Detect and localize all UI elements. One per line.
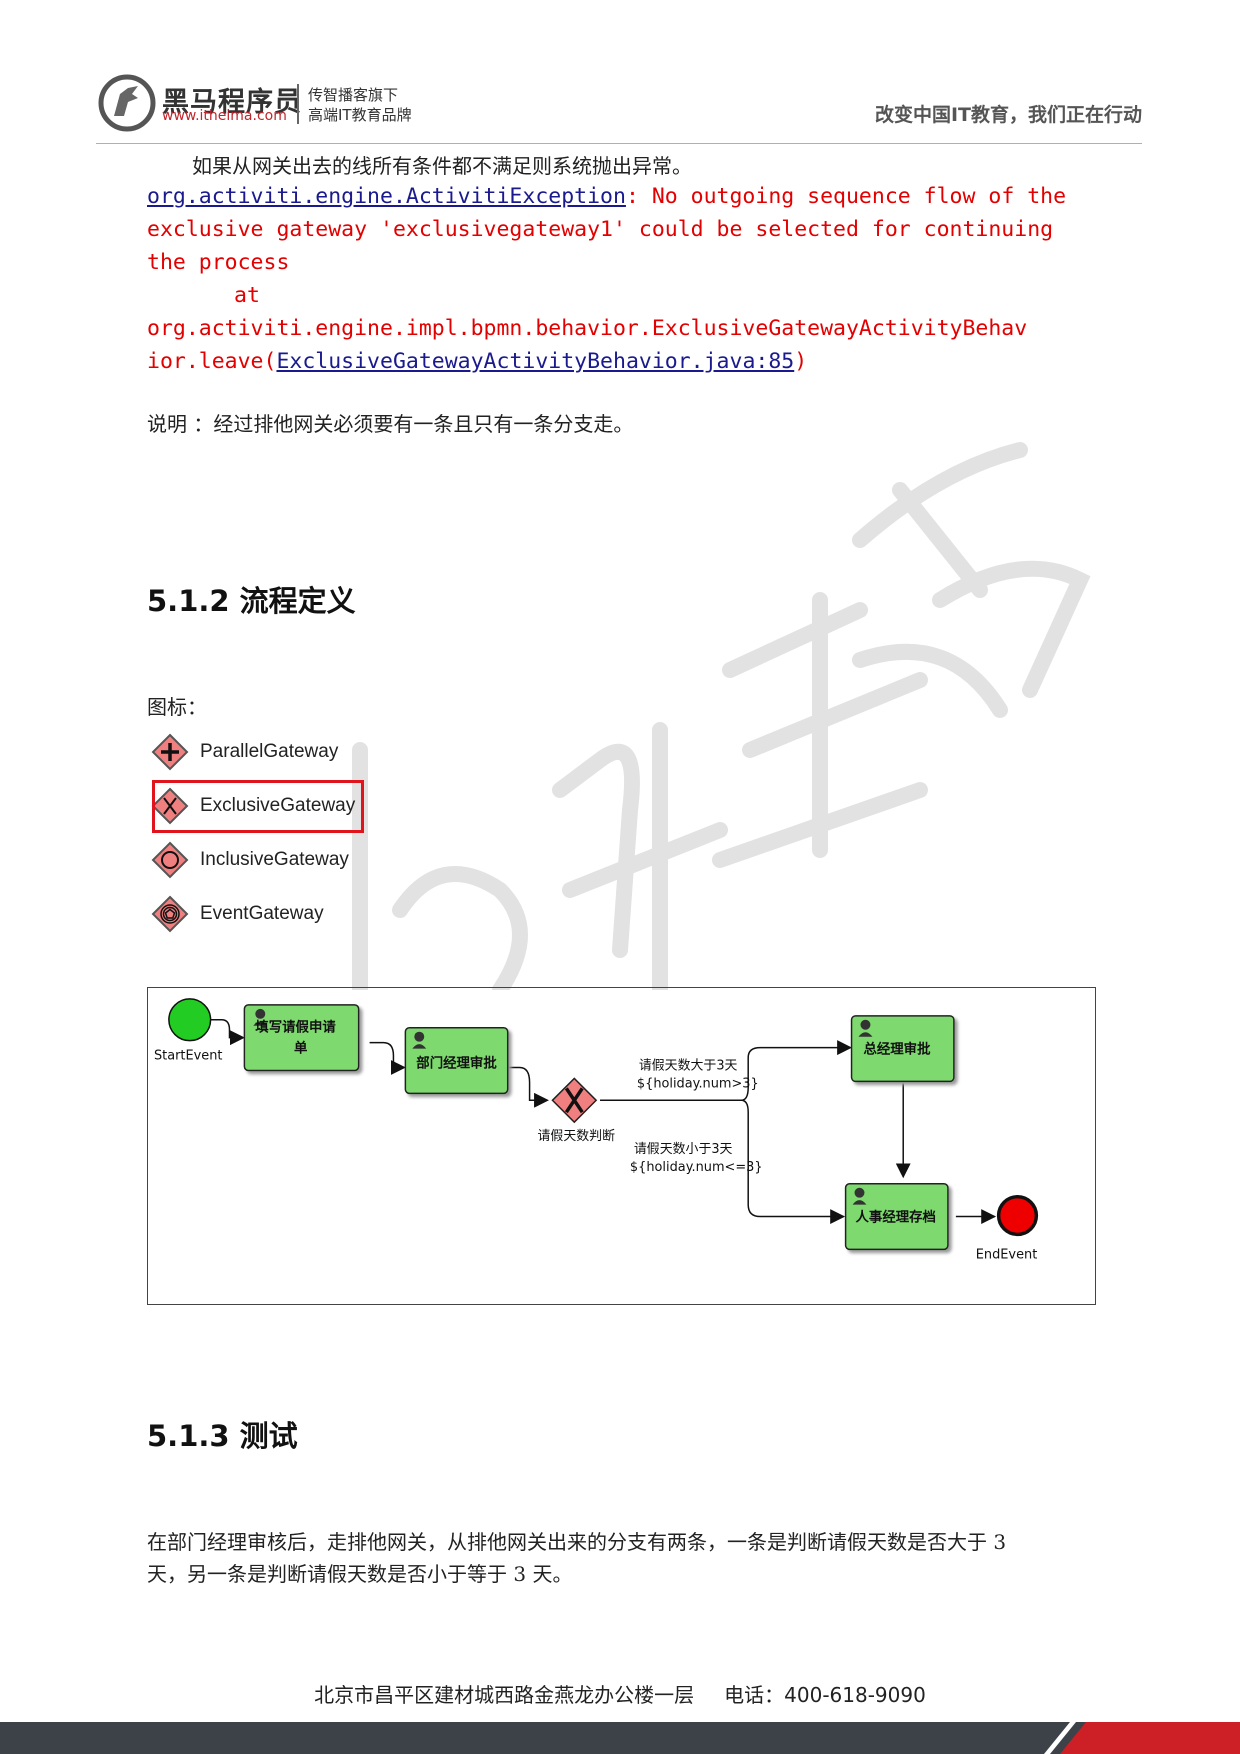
legend-label: EventGateway — [200, 903, 324, 924]
legend-label: ParallelGateway — [200, 741, 339, 762]
brand-tagline-1: 传智播客旗下 — [308, 86, 399, 104]
task-general-manager — [850, 1015, 955, 1083]
exception-message-1: : No outgoing sequence flow of the — [625, 184, 1067, 209]
exception-message-2: exclusive gateway 'exclusivegateway1' co… — [147, 217, 1054, 242]
brand-logo-icon — [98, 74, 156, 132]
task-fill-label-1: 填写请假申请 — [255, 1019, 336, 1036]
process-diagram: StartEvent 填写请假申请 单 部门经理审批 请假天数判断 请假天数大于… — [147, 987, 1096, 1305]
section-heading-5-1-2: 5.1.2 流程定义 — [147, 584, 356, 618]
footer-bar — [0, 1722, 1240, 1754]
stack-line-2: ior.leave(ExclusiveGatewayActivityBehavi… — [147, 345, 807, 378]
legend-parallel-gateway: ParallelGateway — [150, 730, 338, 774]
header-divider — [96, 143, 1142, 144]
end-event — [996, 1194, 1039, 1237]
task-hr-manager — [844, 1183, 949, 1251]
end-event-label: EndEvent — [976, 1247, 1038, 1262]
user-icon — [253, 1008, 268, 1026]
test-paragraph-line-2: 天，另一条是判断请假天数是否小于等于 3 天。 — [147, 1562, 573, 1586]
brand-name: 黑马程序员 — [162, 87, 302, 118]
task-fill-request — [243, 1004, 360, 1072]
flow-le-label-2: ${holiday.num<=3} — [630, 1160, 763, 1175]
user-icon — [412, 1031, 427, 1049]
task-fill-label-2: 单 — [294, 1040, 307, 1057]
legend-exclusive-gateway: ExclusiveGateway — [150, 784, 355, 828]
exception-message-3: the process — [147, 250, 290, 275]
stack-source-link[interactable]: ExclusiveGatewayActivityBehavior.java:85 — [276, 349, 795, 374]
footer-accent — [1044, 1722, 1240, 1754]
note-paragraph: 说明 ：经过排他网关必须要有一条且只有一条分支走。 — [147, 412, 634, 436]
stack-line-2-prefix: ior.leave( — [147, 349, 277, 374]
footer-phone: 电话：400-618-9090 — [724, 1683, 926, 1707]
legend-inclusive-gateway: InclusiveGateway — [150, 838, 349, 882]
start-event-label: StartEvent — [154, 1049, 223, 1064]
exception-line-1: org.activiti.engine.ActivitiException: N… — [147, 180, 1066, 213]
legend-label: InclusiveGateway — [200, 849, 349, 870]
parallel-gateway-icon — [151, 733, 189, 771]
intro-paragraph: 如果从网关出去的线所有条件都不满足则系统抛出异常。 — [192, 154, 692, 178]
test-paragraph-line-1: 在部门经理审核后，走排他网关，从排他网关出来的分支有两条，一条是判断请假天数是否… — [147, 1530, 1007, 1554]
legend-event-gateway: EventGateway — [150, 892, 324, 936]
exception-class-link[interactable]: org.activiti.engine.ActivitiException — [147, 184, 626, 209]
task-hr-label: 人事经理存档 — [856, 1209, 936, 1226]
flow-start-to-fill — [209, 1019, 245, 1046]
legend-highlight-box — [152, 780, 364, 833]
start-event — [168, 998, 212, 1042]
event-gateway-icon — [151, 895, 189, 933]
user-icon — [858, 1019, 873, 1037]
stack-line-2-suffix: ) — [794, 349, 808, 374]
stack-line-1: org.activiti.engine.impl.bpmn.behavior.E… — [147, 316, 1028, 341]
watermark — [352, 442, 1091, 990]
flow-gt-label-1: 请假天数大于3天 — [639, 1058, 738, 1073]
flow-le-label-1: 请假天数小于3天 — [634, 1142, 733, 1157]
gateway-label: 请假天数判断 — [538, 1129, 616, 1144]
header-slogan: 改变中国IT教育，我们正在行动 — [874, 104, 1142, 126]
user-icon — [852, 1187, 867, 1205]
task-gm-label: 总经理审批 — [863, 1041, 931, 1058]
legend-label: ExclusiveGateway — [200, 795, 356, 816]
exclusive-gateway-icon — [151, 787, 189, 825]
task-dept-manager — [404, 1027, 509, 1095]
flow-gateway-to-gm — [600, 1040, 853, 1102]
brand-tagline-2: 高端IT教育品牌 — [308, 106, 412, 124]
stack-at: at — [234, 283, 260, 308]
exclusive-gateway-node — [551, 1077, 598, 1124]
flow-gt-label-2: ${holiday.num>3} — [637, 1076, 759, 1091]
flow-gateway-to-hr — [600, 1099, 846, 1225]
icons-label: 图标： — [147, 695, 207, 719]
brand-separator — [297, 84, 299, 124]
flow-dept-to-gateway — [508, 1066, 549, 1108]
task-dept-label: 部门经理审批 — [416, 1054, 497, 1071]
footer-address: 北京市昌平区建材城西路金燕龙办公楼一层 — [314, 1683, 695, 1707]
section-heading-5-1-3: 5.1.3 测试 — [147, 1419, 298, 1453]
footer-contact: 北京市昌平区建材城西路金燕龙办公楼一层 电话：400-618-9090 — [0, 1679, 1240, 1708]
inclusive-gateway-icon — [151, 841, 189, 879]
brand-url: www.itheima.com — [162, 108, 287, 124]
flow-fill-to-dept — [369, 1041, 406, 1075]
